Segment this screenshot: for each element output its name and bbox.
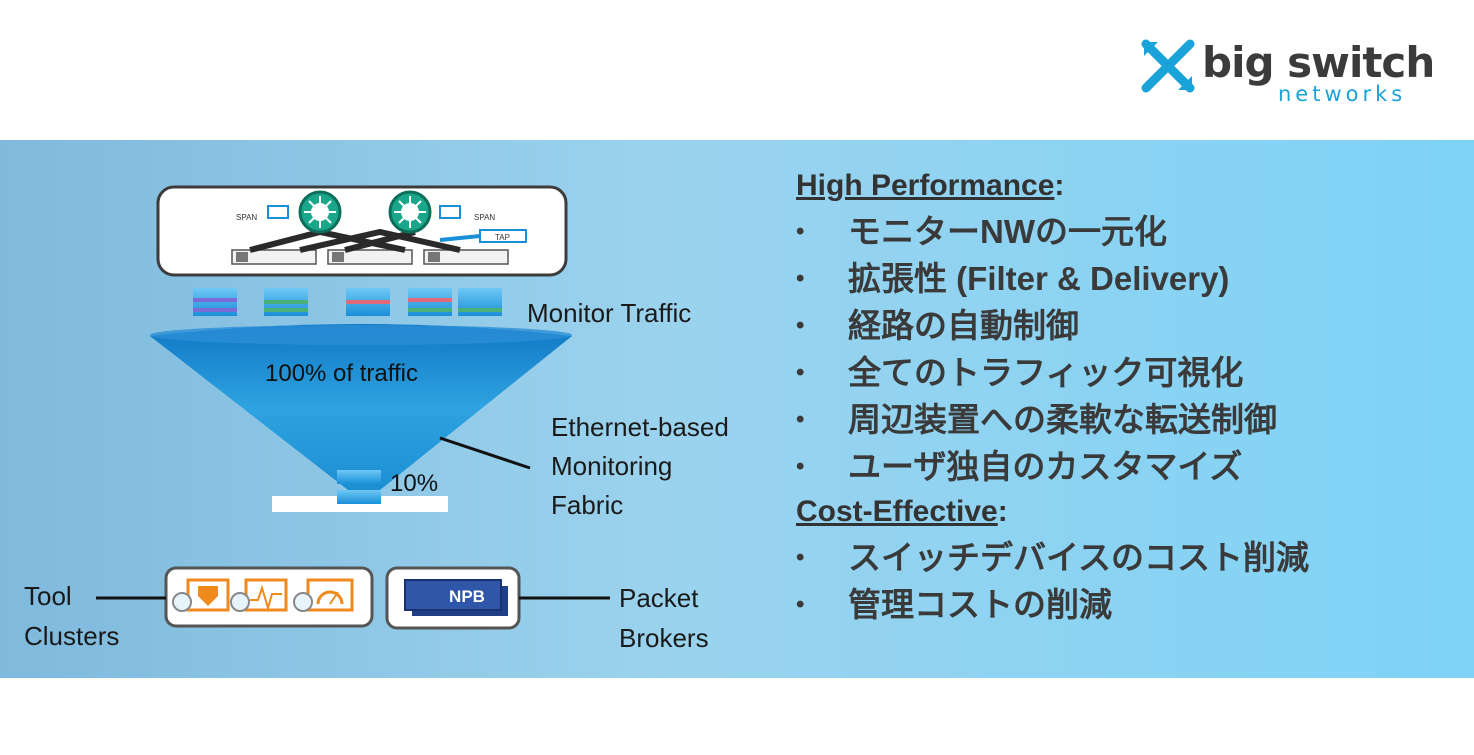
magnifier-icon-3 [293, 592, 313, 612]
output-packet-bottom [337, 490, 381, 504]
logo-subtitle: networks [1278, 82, 1407, 106]
router-icon-left [298, 190, 342, 234]
broker-label-line-1: Packet [619, 583, 699, 613]
logo-name: big switch [1202, 38, 1435, 87]
packet-2 [264, 288, 308, 316]
span-port-icon-left [267, 205, 289, 219]
monitor-traffic-packets [193, 288, 502, 316]
cost-effective-heading: Cost-Effective: [796, 495, 1008, 528]
output-packet-top [337, 470, 381, 484]
span-label-left: SPAN [236, 213, 257, 222]
tap-link [439, 234, 481, 242]
fabric-pointer-line [439, 436, 531, 470]
high-performance-heading: High Performance: [796, 169, 1065, 202]
span-port-icon-right [439, 205, 461, 219]
tap-label: TAP [495, 233, 510, 242]
tool-clusters-box [164, 566, 374, 628]
packet-3 [346, 288, 390, 316]
server-icons [231, 249, 509, 265]
npb-stack-front [404, 579, 502, 611]
list-item: •ユーザ独自のカスタマイズ [796, 448, 1243, 485]
list-item: •モニターNWの一元化 [796, 213, 1167, 250]
performance-tool-icon [306, 578, 354, 612]
list-item: •スイッチデバイスのコスト削減 [796, 539, 1310, 576]
funnel-rim [150, 325, 572, 345]
fabric-label-line-2: Monitoring [551, 451, 673, 481]
list-item: •周辺装置への柔軟な転送制御 [796, 401, 1277, 438]
tool-label-line-1: Tool [24, 581, 72, 611]
production-network-box: SPAN SPAN TAP [156, 185, 568, 277]
benefits-list: High Performance: •モニターNWの一元化 •拡張性 (Filt… [796, 164, 1456, 628]
tool-label-line-2: Clusters [24, 621, 120, 651]
fabric-label-line-3: Fabric [551, 490, 624, 520]
big-switch-logo: big switch networks [1140, 36, 1440, 116]
funnel-label: 100% of traffic [265, 360, 418, 387]
list-item: •経路の自動制御 [796, 307, 1079, 344]
monitoring-fabric-diagram: SPAN SPAN TAP [96, 185, 610, 630]
monitor-traffic-label: Monitor Traffic [527, 298, 692, 328]
packet-4 [408, 288, 452, 316]
magnifier-icon-1 [172, 592, 192, 612]
span-label-right: SPAN [474, 213, 495, 222]
packet-1 [193, 288, 237, 316]
big-switch-x-icon [1141, 39, 1195, 93]
packet-5 [458, 288, 502, 316]
list-item: •拡張性 (Filter & Delivery) [796, 260, 1230, 297]
router-icon-right [388, 190, 432, 234]
npb-label: NPB [449, 587, 485, 606]
ten-percent-label: 10% [390, 470, 439, 497]
monitoring-fabric-funnel [150, 324, 572, 490]
list-item: •管理コストの削減 [796, 586, 1112, 623]
packet-brokers-box [385, 566, 521, 630]
broker-label-line-2: Brokers [619, 623, 709, 653]
list-item: •全てのトラフィック可視化 [796, 354, 1244, 391]
content-panel: SPAN SPAN TAP [0, 140, 1474, 678]
magnifier-icon-2 [230, 592, 250, 612]
fabric-label-line-1: Ethernet-based [551, 412, 729, 442]
